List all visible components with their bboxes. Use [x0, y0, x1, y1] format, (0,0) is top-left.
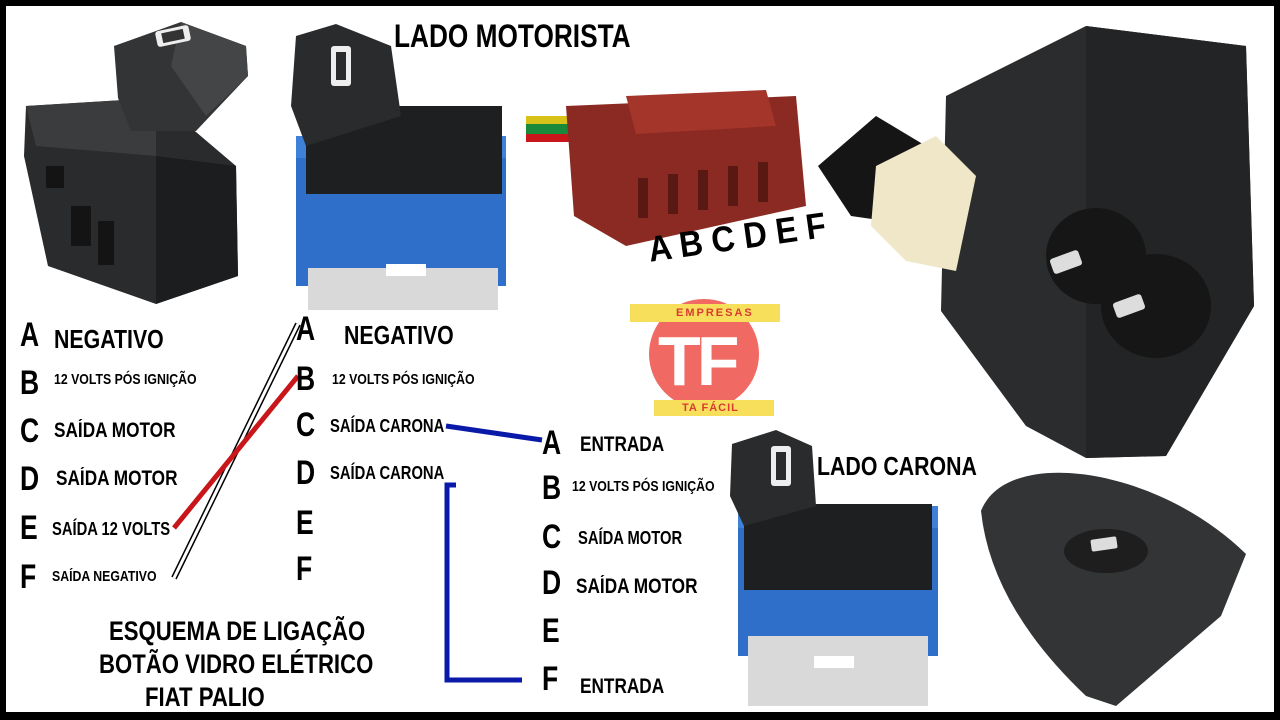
logo-initials: TF	[658, 322, 740, 400]
caption-line-1: ESQUEMA DE LIGAÇÃO	[109, 616, 366, 646]
pin-label: SAÍDA MOTOR	[54, 419, 176, 442]
pin-letter: E	[296, 504, 314, 542]
logo-top-text: EMPRESAS	[676, 307, 754, 319]
pin-letter: D	[542, 564, 562, 602]
passenger-side-title: LADO CARONA	[817, 451, 977, 481]
pin-letter: A	[296, 310, 316, 348]
pin-label: ENTRADA	[580, 433, 665, 456]
pin-letter: E	[542, 612, 560, 650]
pin-letter: F	[296, 550, 313, 588]
pin-label: ENTRADA	[580, 675, 665, 698]
pin-letter: B	[542, 469, 562, 507]
pin-label: SAÍDA MOTOR	[578, 528, 683, 548]
pin-letter: A	[542, 424, 562, 462]
pin-label: SAÍDA MOTOR	[56, 467, 178, 490]
wire-blue-c-to-a	[445, 423, 543, 443]
pin-label: SAÍDA 12 VOLTS	[52, 519, 171, 539]
logo-bottom-text: TA FÁCIL	[682, 402, 739, 414]
black-switch-photo	[24, 22, 248, 304]
driver-switch-photo	[291, 24, 506, 310]
pin-letter: F	[542, 660, 559, 698]
pin-label: SAÍDA CARONA	[330, 416, 445, 436]
pin-letter: E	[20, 509, 38, 547]
pin-letter: A	[20, 316, 40, 354]
pin-label: 12 VOLTS PÓS IGNIÇÃO	[572, 478, 715, 495]
pin-label: 12 VOLTS PÓS IGNIÇÃO	[54, 371, 197, 388]
pin-label: SAÍDA NEGATIVO	[52, 568, 157, 585]
pin-label: SAÍDA MOTOR	[576, 575, 698, 598]
driver-side-title: LADO MOTORISTA	[394, 18, 631, 54]
pin-letter: D	[296, 454, 316, 492]
caption-line-2: BOTÃO VIDRO ELÉTRICO	[99, 649, 374, 679]
passenger-switch-photo	[730, 430, 938, 706]
single-switch-panel-photo	[981, 472, 1246, 706]
company-logo: EMPRESAS TF TA FÁCIL	[624, 296, 794, 426]
pin-letter: B	[296, 360, 316, 398]
wire-red-b-to-e	[172, 374, 300, 530]
wiring-lines	[171, 322, 543, 683]
pin-label: 12 VOLTS PÓS IGNIÇÃO	[332, 371, 475, 388]
red-connector-photo	[526, 90, 806, 246]
pin-label: NEGATIVO	[344, 320, 454, 350]
pin-label: SAÍDA CARONA	[330, 463, 445, 483]
pin-letter: C	[20, 412, 40, 450]
wiring-diagram: EMPRESAS TF TA FÁCIL LADO MOTORISTA LADO…	[6, 6, 1274, 712]
pin-letter: F	[20, 558, 37, 596]
pin-letter: C	[296, 406, 316, 444]
product-illustrations	[24, 22, 1254, 706]
pin-label: NEGATIVO	[54, 324, 164, 354]
pin-letter: C	[542, 518, 562, 556]
pin-letter: D	[20, 460, 40, 498]
logo-shape	[630, 299, 780, 416]
caption-line-3: FIAT PALIO	[145, 682, 265, 712]
wire-blue-d-to-f	[444, 482, 522, 683]
pin-letter: B	[20, 364, 40, 402]
double-switch-panel-photo	[818, 26, 1254, 458]
